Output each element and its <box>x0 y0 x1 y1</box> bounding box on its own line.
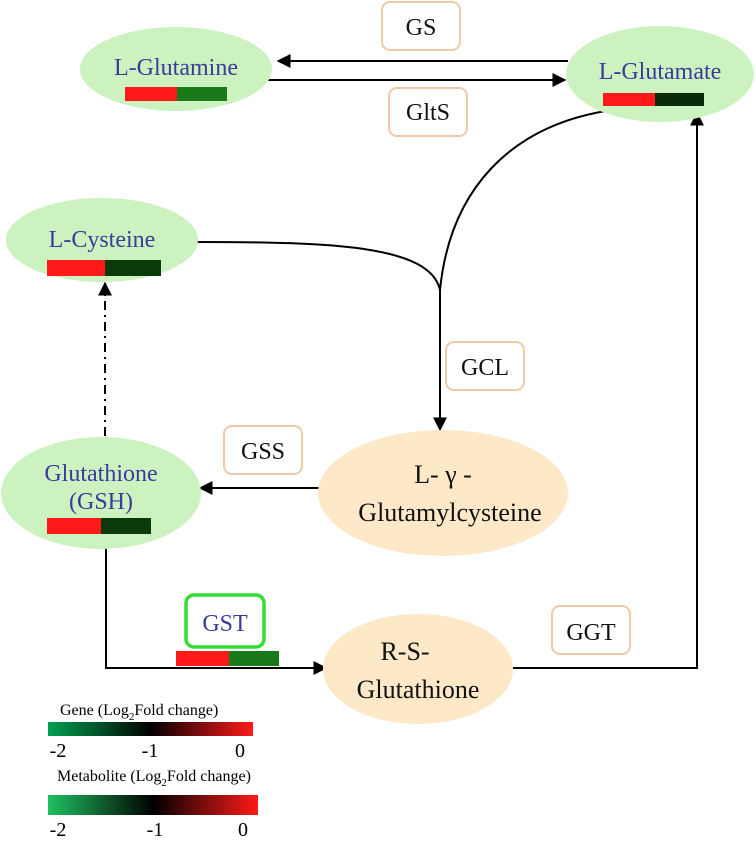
ggt-reaction-arrow <box>510 111 704 669</box>
ggt-label: GGT <box>566 620 616 646</box>
glutathione-label-line2: (GSH) <box>69 489 133 515</box>
glutamine-label: L-Glutamine <box>114 55 238 81</box>
enzyme-gs: GS <box>381 1 461 51</box>
glutamylcysteine-ellipse <box>318 430 568 556</box>
legend-metabolite-title-suffix: Fold change) <box>167 768 251 785</box>
glutathione-bar-gene <box>47 518 101 534</box>
cysteine-label: L-Cysteine <box>49 227 156 253</box>
legend-gene-tick-mid: -1 <box>142 740 159 762</box>
legend-gene-title: Gene (Log2Fold change) <box>60 702 218 723</box>
glutathione-label-line1: Glutathione <box>44 461 157 487</box>
enzyme-glts: GltS <box>388 87 468 137</box>
gst-label: GST <box>202 611 248 637</box>
legend-metabolite: Metabolite (Log2Fold change) -2 -1 0 <box>48 768 258 841</box>
glutamine-bar-gene <box>125 87 177 101</box>
glutamate-to-gcl-curve <box>439 109 613 291</box>
gs-label: GS <box>406 15 437 41</box>
glutamate-bar-gene <box>603 93 655 106</box>
ggt-box <box>551 605 631 655</box>
legend-metabolite-tick-max: 0 <box>238 819 248 840</box>
node-r-s-glutathione: R-S- Glutathione <box>323 614 513 724</box>
gss-box <box>223 425 303 475</box>
legend-metabolite-colorbar <box>48 795 258 815</box>
node-l-cysteine: L-Cysteine <box>6 198 198 282</box>
glutamylcysteine-label-line1: L- γ - <box>414 460 472 489</box>
node-l-gamma-glutamylcysteine: L- γ - Glutamylcysteine <box>318 430 568 556</box>
legend-gene-tick-min: -2 <box>50 740 67 762</box>
legend-metabolite-tick-mid: -1 <box>147 819 164 840</box>
cysteine-bar-gene <box>47 260 105 276</box>
legend-metabolite-title: Metabolite (Log2Fold change) <box>57 768 251 789</box>
legend-metabolite-tick-min: -2 <box>50 819 67 840</box>
legend-gene: Gene (Log2Fold change) -2 -1 0 <box>48 702 253 762</box>
glutamate-bar-metabolite <box>655 93 704 106</box>
pathway-edges <box>98 54 704 675</box>
enzyme-ggt: GGT <box>551 605 631 655</box>
legend-metabolite-title-prefix: Metabolite (Log <box>57 768 161 785</box>
gst-bar-gene <box>176 651 229 666</box>
gst-reaction-arrow <box>105 548 328 675</box>
gss-label: GSS <box>241 439 285 465</box>
enzyme-gcl: GCL <box>445 341 525 391</box>
glutamate-label: L-Glutamate <box>599 59 722 85</box>
gcl-label: GCL <box>461 355 509 381</box>
rs-glutathione-label-line2: Glutathione <box>357 675 480 704</box>
glts-label: GltS <box>406 100 450 126</box>
rs-glutathione-label-line1: R-S- <box>380 637 429 666</box>
gst-bar-metabolite <box>229 651 279 666</box>
glutamine-bar-metabolite <box>177 87 227 101</box>
legend-gene-title-suffix: Fold change) <box>134 702 218 719</box>
gcl-box <box>445 341 525 391</box>
node-glutathione: Glutathione (GSH) <box>1 437 201 549</box>
legend-gene-title-prefix: Gene (Log <box>60 702 129 719</box>
gs-box <box>381 1 461 51</box>
node-l-glutamate: L-Glutamate <box>566 26 754 122</box>
enzyme-gst: GST <box>176 593 279 666</box>
glutathione-bar-metabolite <box>101 518 151 534</box>
gst-box <box>184 593 266 649</box>
cysteine-to-gcl-curve <box>196 241 441 291</box>
legend-gene-title-sub: 2 <box>129 711 135 723</box>
legend-metabolite-title-sub: 2 <box>161 777 167 789</box>
node-l-glutamine: L-Glutamine <box>80 27 272 111</box>
glts-box <box>388 87 468 137</box>
legend: Gene (Log2Fold change) -2 -1 0 Metabolit… <box>48 702 258 841</box>
rs-glutathione-ellipse <box>323 614 513 724</box>
legend-gene-tick-max: 0 <box>235 740 245 762</box>
legend-gene-colorbar <box>48 722 253 736</box>
glutamylcysteine-label-line2: Glutamylcysteine <box>358 498 541 527</box>
cysteine-bar-metabolite <box>105 260 161 276</box>
enzyme-gss: GSS <box>223 425 303 475</box>
